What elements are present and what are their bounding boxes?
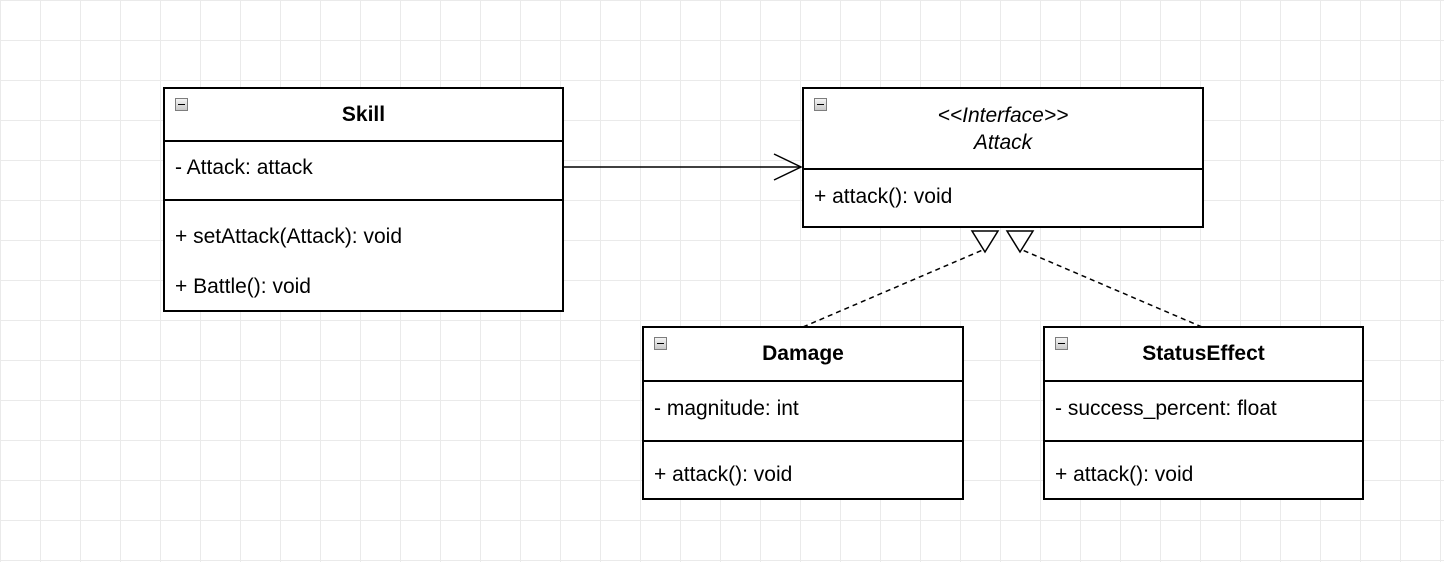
operation: + attack(): void [1055,463,1194,486]
class-attack-interface[interactable]: <<Interface>> Attack + attack(): void [802,87,1204,228]
class-skill[interactable]: Skill - Attack: attack + setAttack(Attac… [163,87,564,312]
realization-statuseffect-attack[interactable] [1005,230,1203,328]
realization-line-statuseffect [1019,248,1203,328]
class-damage[interactable]: Damage - magnitude: int + attack(): void [642,326,964,500]
class-header: <<Interface>> Attack [804,89,1202,170]
class-name: StatusEffect [1142,342,1265,365]
class-header: Skill [165,89,562,142]
realization-damage-attack[interactable] [802,230,1000,328]
operation: + setAttack(Attack): void [175,225,403,248]
class-name: Attack [973,131,1033,154]
open-arrowhead [773,153,803,181]
collapse-icon[interactable] [175,98,188,111]
class-name: Damage [762,342,844,365]
attributes-section: - Attack: attack [165,142,562,201]
operation: + Battle(): void [175,275,311,298]
operations-section: + attack(): void [1045,442,1362,487]
realization-line-damage [802,248,986,328]
attributes-section: - magnitude: int [644,382,962,442]
operations-section: + attack(): void [644,442,962,487]
hollow-triangle-head-damage [970,230,1000,254]
operation: + attack(): void [814,185,953,208]
operation: + attack(): void [654,463,793,486]
collapse-icon[interactable] [814,98,827,111]
association-skill-attack[interactable] [563,153,803,181]
attribute: - magnitude: int [654,397,799,420]
collapse-icon[interactable] [654,337,667,350]
hollow-triangle-head-statuseffect [1005,230,1035,254]
class-header: Damage [644,328,962,382]
class-statuseffect[interactable]: StatusEffect - success_percent: float + … [1043,326,1364,500]
attribute: - success_percent: float [1055,397,1277,420]
operations-section: + attack(): void [804,170,1202,209]
stereotype-label: <<Interface>> [937,104,1069,127]
attribute: - Attack: attack [175,156,313,179]
attributes-section: - success_percent: float [1045,382,1362,442]
operations-section: + setAttack(Attack): void + Battle(): vo… [165,201,562,299]
collapse-icon[interactable] [1055,337,1068,350]
class-name: Skill [341,103,386,126]
class-header: StatusEffect [1045,328,1362,382]
